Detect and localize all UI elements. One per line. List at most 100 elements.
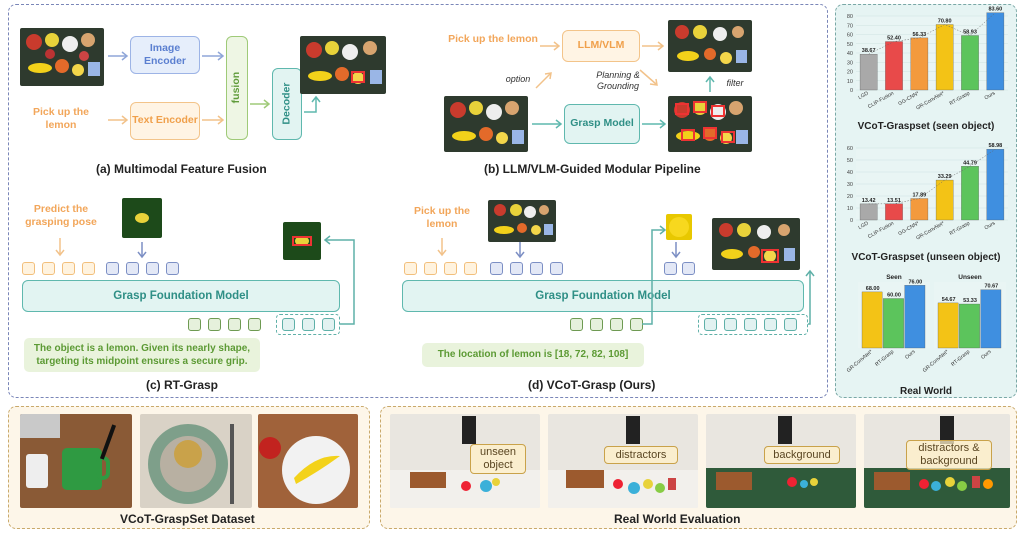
x-tick-label: RT-Grasp (949, 220, 971, 236)
image-encoder-box: Image Encoder (130, 36, 200, 74)
chart-title-seen: VCoT-Graspset (seen object) (857, 121, 995, 132)
data-label: 13.51 (887, 198, 901, 204)
output-token (610, 318, 623, 331)
x-tick-label: GR-ConvNet* (846, 349, 874, 374)
realworld-image-1 (390, 414, 540, 508)
planning-label: Planning & Grounding (596, 70, 640, 91)
trend-line (868, 149, 996, 205)
image-token (664, 262, 677, 275)
y-tick-label: 60 (847, 146, 853, 152)
filter-label: filter (726, 78, 744, 88)
text-encoder-box: Text Encoder (130, 102, 200, 140)
image-token (510, 262, 523, 275)
instruction-text-d: Pick up the lemon (413, 205, 470, 231)
bar (885, 41, 903, 91)
panel-b-arrows (532, 41, 715, 129)
data-label: 58.93 (963, 29, 977, 35)
data-label: 54.67 (942, 297, 956, 303)
data-label: 38.67 (862, 48, 876, 54)
panel-d-arrows (437, 225, 815, 325)
dataset-image-banana (258, 414, 358, 508)
x-tick-label: CLIP-Fusion (867, 220, 895, 240)
action-token-group (276, 314, 340, 335)
data-label: 17.89 (912, 193, 926, 199)
y-tick-label: 30 (847, 60, 853, 66)
scene-image-d (488, 200, 556, 242)
output-token (188, 318, 201, 331)
action-token (744, 318, 757, 331)
bar (986, 149, 1005, 221)
option-label: option (505, 74, 531, 84)
action-token (764, 318, 777, 331)
x-tick-label: Ours (904, 349, 917, 361)
llm-vlm-box: LLM/VLM (562, 30, 640, 62)
y-tick-label: 40 (847, 51, 853, 57)
caption-b: (b) LLM/VLM-Guided Modular Pipeline (484, 162, 701, 176)
x-tick-label: GR-ConvNet* (922, 349, 950, 374)
image-token (106, 262, 119, 275)
data-label: 70.67 (984, 284, 998, 290)
x-tick-label: RT-Grasp (874, 349, 895, 368)
output-token (248, 318, 261, 331)
cluttered-scene-image (20, 28, 104, 86)
x-tick-label: Ours (984, 90, 997, 101)
decoder-box: Decoder (272, 68, 302, 140)
y-tick-label: 50 (847, 158, 853, 164)
chart-title-realworld: Real World (899, 386, 953, 397)
x-tick-label: LGD (857, 220, 869, 231)
action-token-group (698, 314, 808, 335)
y-tick-label: 30 (847, 182, 853, 188)
location-output-d: The location of lemon is [18, 72, 82, 10… (422, 343, 644, 367)
action-token (282, 318, 295, 331)
data-label: 68.00 (866, 286, 880, 292)
dataset-image-cutlery (140, 414, 252, 508)
dataset-image-mug (20, 414, 132, 508)
text-token (444, 262, 457, 275)
bar (910, 198, 929, 221)
x-tick-label: Ours (984, 220, 997, 231)
data-label: 70.80 (938, 19, 952, 25)
caption-a: (a) Multimodal Feature Fusion (96, 162, 267, 176)
y-tick-label: 20 (847, 194, 853, 200)
panel-a-arrows (108, 51, 321, 125)
data-label: 52.40 (887, 36, 901, 42)
x-tick-label: RT-Grasp (950, 349, 971, 368)
panel-c-arrows (55, 235, 355, 325)
action-token (302, 318, 315, 331)
output-token (570, 318, 583, 331)
y-tick-label: 20 (847, 70, 853, 76)
grasp-foundation-model-d: Grasp Foundation Model (402, 280, 804, 312)
x-tick-label: LGD (857, 90, 869, 101)
data-label: 53.33 (963, 298, 977, 304)
bar (980, 289, 1002, 349)
text-token (404, 262, 417, 275)
output-scene-image (300, 36, 386, 94)
instruction-text-a: Pick up the lemon (32, 106, 89, 132)
bar (961, 166, 979, 221)
bar (986, 12, 1005, 91)
seen-object-chart: 0102030405060708038.67LGD52.40CLIP-Fusio… (847, 7, 1008, 112)
y-tick-label: 0 (850, 218, 853, 224)
data-label: 58.98 (988, 143, 1002, 149)
grasp-foundation-model-c: Grasp Foundation Model (22, 280, 340, 312)
y-tick-label: 60 (847, 33, 853, 39)
bar (861, 291, 883, 349)
group-title: Seen (886, 274, 902, 281)
data-label: 60.00 (887, 293, 901, 299)
text-token (62, 262, 75, 275)
scene-image-b-left (444, 96, 528, 152)
reasoning-output-c: The object is a lemon. Given its nearly … (24, 338, 260, 372)
y-tick-label: 70 (847, 23, 853, 29)
y-tick-label: 10 (847, 79, 853, 85)
bar (885, 203, 903, 221)
action-token (322, 318, 335, 331)
x-tick-label: CLIP-Fusion (867, 90, 895, 110)
caption-d: (d) VCoT-Grasp (Ours) (528, 378, 656, 392)
image-token (550, 262, 563, 275)
unseen-object-chart: 010203040506013.42LGD13.51CLIP-Fusion17.… (847, 143, 1008, 242)
text-token (42, 262, 55, 275)
x-tick-label: GR-ConvNet* (915, 91, 945, 112)
data-label: 44.79 (963, 160, 977, 166)
bar (904, 285, 926, 349)
data-label: 76.00 (908, 279, 922, 285)
